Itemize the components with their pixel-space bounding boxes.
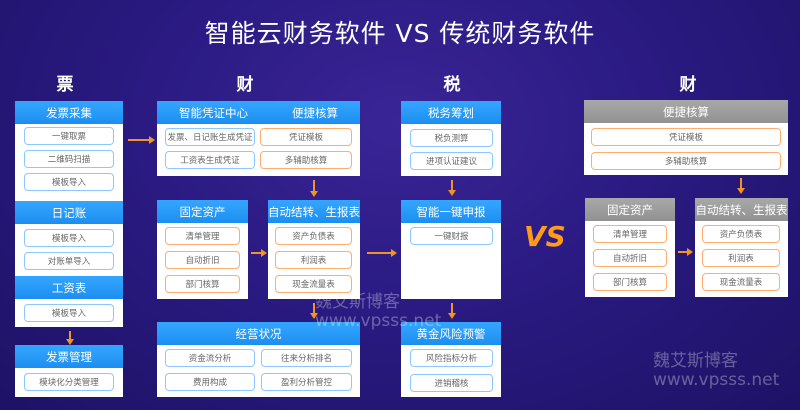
item-gongzi-moban[interactable]: 模板导入 [24,304,114,322]
chouhua-header: 税务筹划 [401,101,501,124]
trad-item-zhejiu[interactable]: 自动折旧 [593,249,667,267]
item-wanglai[interactable]: 往来分析排名 [261,349,352,367]
jiezhuan-header: 自动结转、生报表 [268,200,360,223]
item-jinxiao-jihe[interactable]: 进销稽核 [410,374,493,392]
watermark-name: 魏艾斯博客 [315,292,400,312]
pingzheng-panel: 智能凭证中心 便捷核算 发票、日记账生成凭证 工资表生成凭证 凭证模板 多辅助核… [157,101,360,176]
trad-guding-panel: 固定资产 清单管理 自动折旧 部门核算 [585,198,675,297]
item-yijian-qupiao[interactable]: 一键取票 [24,127,114,145]
item-bumen[interactable]: 部门核算 [165,275,240,293]
arrow-right-icon [367,249,397,257]
item-mokuaihua[interactable]: 模块化分类管理 [24,373,114,391]
trad-item-lirun[interactable]: 利润表 [702,249,780,267]
item-feiyong[interactable]: 费用构成 [165,373,255,391]
item-rijizhang-moban[interactable]: 模板导入 [24,229,114,247]
item-xianjinliu[interactable]: 现金流量表 [275,275,352,293]
jingying-panel: 经营状况 资金流分析 往来分析排名 费用构成 盈利分析管控 [157,322,360,397]
item-erweima[interactable]: 二维码扫描 [24,150,114,168]
item-jinxiang[interactable]: 进项认证建议 [410,152,493,170]
trad-hesuan-header: 便捷核算 [584,100,788,123]
item-zhejiu[interactable]: 自动折旧 [165,251,240,269]
trad-item-zichan-fuzhai[interactable]: 资产负债表 [702,225,780,243]
column-heading-cai-traditional: 财 [679,75,697,95]
trad-item-bumen[interactable]: 部门核算 [593,273,667,291]
item-lirun[interactable]: 利润表 [275,251,352,269]
trad-item-qingdan[interactable]: 清单管理 [593,225,667,243]
jiezhuan-panel: 自动结转、生报表 资产负债表 利润表 现金流量表 [268,200,360,299]
arrow-down-icon [737,178,745,194]
item-zijinliu[interactable]: 资金流分析 [165,349,255,367]
item-pingzheng-moban[interactable]: 凭证模板 [260,128,352,146]
shenbao-header: 智能一键申报 [401,200,501,223]
trad-item-pingzheng-moban[interactable]: 凭证模板 [591,128,781,146]
arrow-right-icon [678,248,693,256]
watermark-url: www.vpsss.net [315,311,442,331]
gongzibiao-header: 工资表 [15,276,123,299]
item-zichan-fuzhai[interactable]: 资产负债表 [275,227,352,245]
item-qingdan[interactable]: 清单管理 [165,227,240,245]
watermark-url: www.vpsss.net [653,370,780,390]
piao-panel: 发票采集 一键取票 二维码扫描 模板导入 日记账 模板导入 对账单导入 工资表 … [15,101,123,327]
trad-jiezhuan-header: 自动结转、生报表 [695,198,788,221]
item-fapiao-pingzheng[interactable]: 发票、日记账生成凭证 [165,128,255,146]
pingzheng-header: 智能凭证中心 便捷核算 [157,101,360,124]
trad-item-xianjinliu[interactable]: 现金流量表 [702,273,780,291]
arrow-down-icon [310,180,318,197]
fapiao-guanli-panel: 发票管理 模块化分类管理 [15,345,123,397]
arrow-right-icon [128,136,155,144]
arrow-down-icon [448,303,456,319]
watermark-name: 魏艾斯博客 [653,351,738,371]
item-gongzi-pingzheng[interactable]: 工资表生成凭证 [165,151,255,169]
hesuan-title: 便捷核算 [292,105,338,120]
item-fengxian-zhibiao[interactable]: 风险指标分析 [410,349,493,367]
item-moban-daoru[interactable]: 模板导入 [24,173,114,191]
shenbao-panel: 智能一键申报 一键财报 [401,200,501,299]
arrow-down-icon [448,180,456,196]
pingzheng-title: 智能凭证中心 [179,105,248,120]
page-title: 智能云财务软件 VS 传统财务软件 [204,19,596,48]
item-shuifu[interactable]: 税负测算 [410,129,493,147]
column-heading-cai: 财 [236,75,254,95]
yujing-header: 黄金风险预警 [401,322,501,345]
trad-jiezhuan-panel: 自动结转、生报表 资产负债表 利润表 现金流量表 [695,198,788,297]
trad-guding-header: 固定资产 [585,198,675,221]
item-duizhangdan[interactable]: 对账单导入 [24,252,114,270]
fapiao-guanli-header: 发票管理 [15,345,123,368]
arrow-down-icon [310,303,318,319]
rijizhang-header: 日记账 [15,201,123,224]
arrow-down-icon [66,331,74,345]
guding-header: 固定资产 [157,200,248,223]
jingying-header: 经营状况 [157,322,360,345]
yujing-panel: 黄金风险预警 风险指标分析 进销稽核 [401,322,501,397]
watermark-bottom-right: 魏艾斯博客 www.vpsss.net [653,352,779,390]
fapiao-caiji-header: 发票采集 [15,101,123,124]
column-heading-shui: 税 [443,75,461,95]
arrow-right-icon [251,249,267,257]
watermark-center: 魏艾斯博客 www.vpsss.net [315,293,441,331]
guding-panel: 固定资产 清单管理 自动折旧 部门核算 [157,200,248,299]
chouhua-panel: 税务筹划 税负测算 进项认证建议 [401,101,501,176]
item-duofuzhu[interactable]: 多辅助核算 [260,151,352,169]
item-yijian-caibao[interactable]: 一键财报 [410,227,493,245]
trad-hesuan-panel: 便捷核算 凭证模板 多辅助核算 [584,100,788,175]
column-heading-piao: 票 [56,75,74,95]
vs-label: VS [524,220,566,253]
item-yingli[interactable]: 盈利分析管控 [261,373,352,391]
trad-item-duofuzhu[interactable]: 多辅助核算 [591,152,781,170]
